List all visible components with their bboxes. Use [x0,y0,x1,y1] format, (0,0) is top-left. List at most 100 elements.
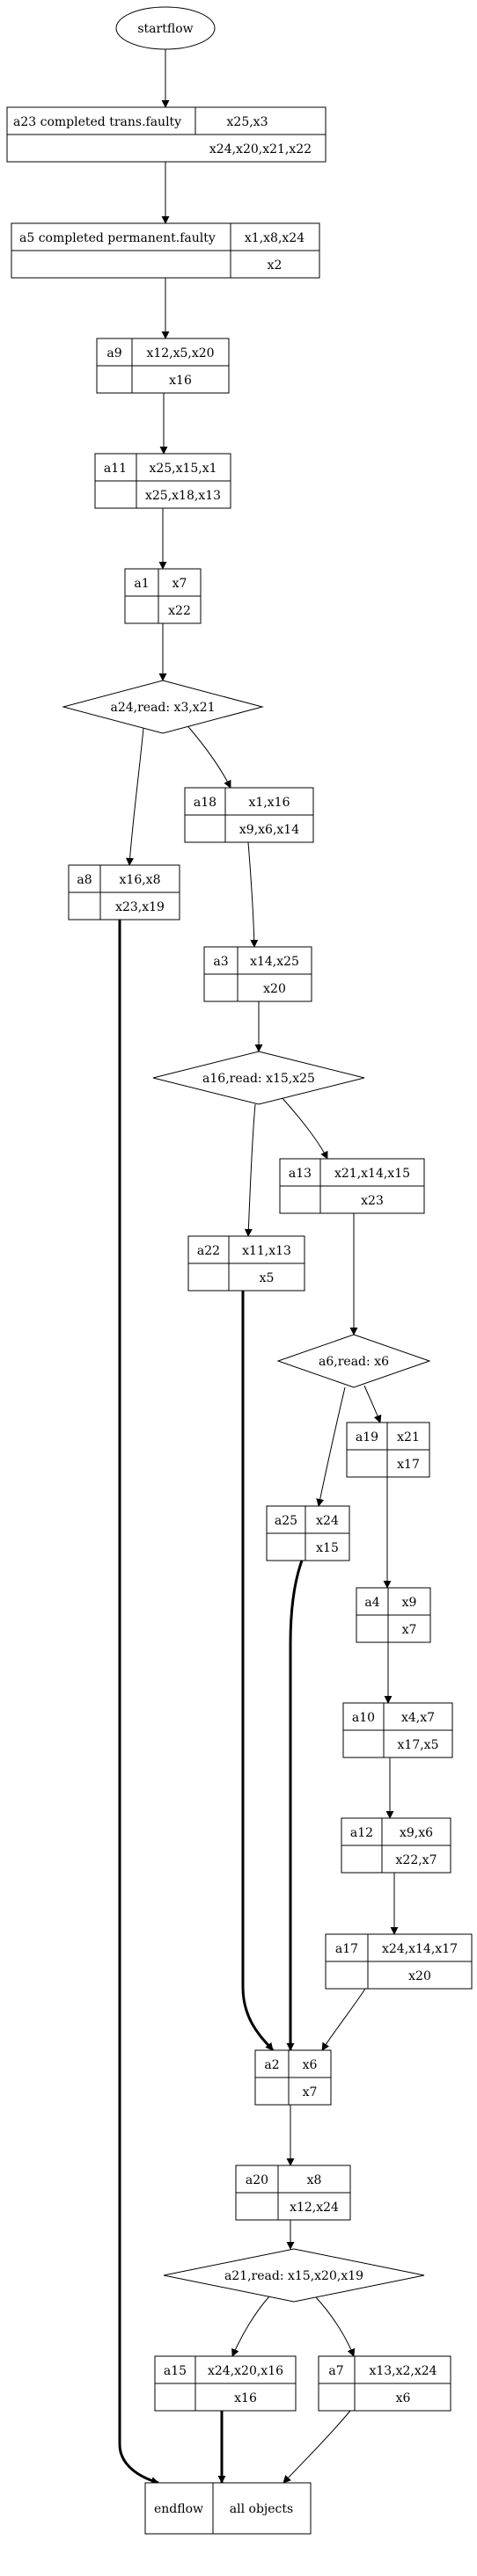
node-a17: a17 x24,x14,x17 x20 [325,1933,473,1990]
node-a23-label: a23 completed trans.faulty [13,115,181,129]
node-a13: a13 x21,x14,x15 x23 [279,1158,425,1214]
node-a20-top: x8 [307,2173,322,2187]
node-a3-top: x14,x25 [250,955,299,969]
node-a20-label: a20 [246,2173,268,2187]
edge-a17-a2 [321,1988,366,2051]
node-a15-top: x24,x20,x16 [208,2364,283,2378]
node-a1-top: x7 [172,577,187,591]
end-label: endflow [154,2502,203,2516]
node-a9-bottom: x16 [169,374,192,388]
node-a25-top: x24 [316,1514,339,1528]
decision-a24-label: a24,read: x3,x21 [110,701,215,715]
edge-a7-end [283,2410,351,2484]
edge-a18-a3 [247,841,259,948]
node-a13-top: x21,x14,x15 [334,1167,410,1181]
node-a7: a7 x13,x2,x24 x6 [318,2355,451,2412]
node-a1: a1 x7 x22 [124,568,202,624]
node-a11: a11 x25,x15,x1 x25,x18,x13 [94,453,231,509]
edge-a6-a19 [363,1385,382,1423]
node-a5-top: x1,x8,x24 [245,231,305,245]
edge-a21-a15 [231,2296,270,2357]
node-a3: a3 x14,x25 x20 [203,946,312,1002]
edge-a8-end [118,920,159,2485]
node-a10-label: a10 [352,1711,375,1725]
edge-a24-a8 [126,727,144,866]
node-a19-top: x21 [397,1430,420,1444]
node-a22-top: x11,x13 [242,1244,291,1258]
node-a25: a25 x24 x15 [266,1505,350,1561]
node-a15-bottom: x16 [234,2391,257,2405]
edge-a22-a2 [241,1291,275,2051]
node-a5-bottom: x2 [268,258,283,273]
node-a8: a8 x16,x8 x23,x19 [68,864,180,921]
edge-a16-a13 [279,1095,328,1160]
node-a22: a22 x11,x13 x5 [187,1235,305,1292]
node-a19-bottom: x17 [397,1458,420,1472]
node-a11-bottom: x25,x18,x13 [145,489,221,503]
edge-a6-a25 [316,1386,346,1507]
node-a20-bottom: x12,x24 [290,2201,339,2215]
decision-a24: a24,read: x3,x21 [62,680,264,734]
node-a4-label: a4 [364,1596,379,1610]
node-a15-label: a15 [164,2364,187,2378]
node-a10-bottom: x17,x5 [398,1738,439,1752]
node-a9-label: a9 [106,346,121,360]
node-a4: a4 x9 x7 [356,1587,431,1643]
node-a7-label: a7 [328,2364,343,2378]
node-a18-bottom: x9,x6,x14 [239,823,299,837]
decision-a21-label: a21,read: x15,x20,x19 [224,2269,363,2283]
edge-a24-a18 [184,722,231,789]
node-a10-top: x4,x7 [401,1711,435,1725]
node-a5: a5 completed permanent.faulty x1,x8,x24 … [11,222,320,279]
node-a12: a12 x9,x6 x22,x7 [341,1817,451,1874]
node-a4-bottom: x7 [402,1623,417,1637]
node-a5-label: a5 completed permanent.faulty [19,231,216,245]
node-a11-top: x25,x15,x1 [149,462,216,476]
node-a3-bottom: x20 [263,982,286,996]
node-a1-bottom: x22 [168,604,191,618]
node-a13-label: a13 [289,1167,312,1181]
node-a12-label: a12 [350,1826,373,1840]
start-label: startflow [137,22,193,36]
start-node: startflow [115,6,216,50]
node-a2-top: x6 [303,2058,318,2072]
node-a18: a18 x1,x16 x9,x6,x14 [184,787,314,843]
node-a17-label: a17 [335,1942,358,1956]
node-a13-bottom: x23 [361,1194,384,1208]
node-a9-top: x12,x5,x20 [146,346,214,360]
node-a17-bottom: x20 [408,1969,431,1983]
node-a15: a15 x24,x20,x16 x16 [154,2355,297,2412]
node-a22-bottom: x5 [260,1271,275,1285]
end-objects-label: all objects [230,2502,293,2516]
node-a25-label: a25 [275,1514,297,1528]
node-a23-bottom: x24,x20,x21,x22 [209,142,312,156]
decision-a16-label: a16,read: x15,x25 [202,1072,315,1086]
node-a1-label: a1 [134,577,149,591]
node-a8-top: x16,x8 [120,873,161,887]
node-a23: a23 completed trans.faulty x25,x3 x24,x2… [6,106,327,163]
node-a12-bottom: x22,x7 [396,1853,437,1867]
node-a25-bottom: x15 [316,1541,339,1555]
node-a7-top: x13,x2,x24 [369,2364,437,2378]
node-a2-bottom: x7 [303,2085,318,2099]
node-a20: a20 x8 x12,x24 [235,2165,351,2221]
end-node: endflow all objects [144,2482,312,2535]
decision-a6-label: a6,read: x6 [319,1355,389,1369]
node-a23-top: x25,x3 [227,115,268,129]
decision-a21: a21,read: x15,x20,x19 [163,2248,425,2303]
node-a11-label: a11 [104,462,127,476]
node-a8-bottom: x23,x19 [115,900,165,914]
node-a3-label: a3 [213,955,228,969]
node-a7-bottom: x6 [396,2391,411,2405]
node-a10: a10 x4,x7 x17,x5 [342,1702,453,1758]
node-a18-label: a18 [194,796,216,810]
node-a18-top: x1,x16 [249,796,290,810]
edge-a21-a7 [314,2296,356,2357]
edge-a25-a2 [286,1560,304,2051]
node-a4-top: x9 [402,1596,417,1610]
node-a2: a2 x6 x7 [254,2049,332,2106]
decision-a6: a6,read: x6 [276,1334,431,1388]
node-a19-label: a19 [356,1430,378,1444]
edge-a16-a22 [244,1103,256,1237]
